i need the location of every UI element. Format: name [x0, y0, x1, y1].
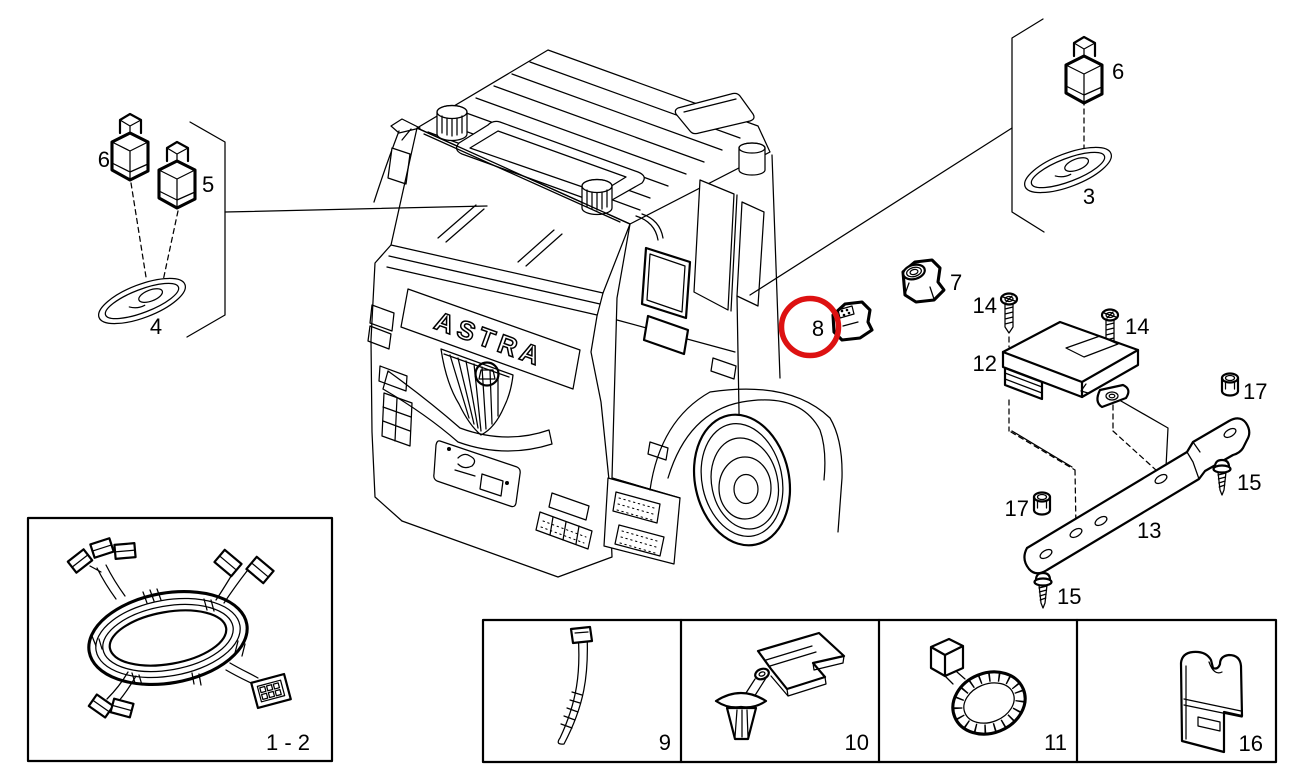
label-10: 10 — [845, 730, 869, 755]
cable-tie-9 — [557, 625, 594, 745]
right-headlamp — [535, 492, 593, 550]
label-17-upper: 17 — [1243, 379, 1267, 404]
left-headlamp — [381, 392, 413, 447]
label-3: 3 — [1083, 184, 1095, 209]
screw-15-bottom — [1033, 571, 1053, 610]
mirror-assembly — [635, 213, 692, 356]
label-8: 8 — [812, 316, 824, 341]
bracket-13 — [1023, 417, 1251, 575]
label-5: 5 — [202, 172, 214, 197]
label-17-lower: 17 — [1005, 496, 1029, 521]
label-7: 7 — [950, 270, 962, 295]
label-15-right: 15 — [1237, 470, 1261, 495]
connector-6-left — [110, 112, 150, 182]
snorkel — [738, 142, 766, 176]
nut-17-lower — [1032, 491, 1052, 516]
callout-labels: 6 5 4 6 3 7 8 14 14 12 17 17 13 15 15 9 … — [98, 59, 1268, 756]
connector-5 — [157, 140, 197, 210]
label-harness-1-2: 1 - 2 — [266, 730, 310, 755]
sensor-7 — [901, 258, 946, 304]
left-group-bracket — [186, 121, 226, 338]
screw-14-left — [999, 292, 1019, 335]
grommet-4 — [92, 268, 192, 334]
connector-6-right — [1064, 35, 1104, 105]
label-13: 13 — [1137, 518, 1161, 543]
label-16: 16 — [1239, 731, 1263, 756]
label-12: 12 — [973, 351, 997, 376]
grommet-3 — [1018, 137, 1118, 203]
antenna — [373, 118, 421, 203]
clip-fastener-10 — [714, 631, 846, 741]
label-14-right: 14 — [1125, 314, 1149, 339]
left-leader-line — [224, 205, 488, 213]
left-marker-lamp — [378, 365, 408, 392]
screw-15-right — [1212, 458, 1232, 497]
left-mirror — [387, 147, 411, 185]
reference-lines — [130, 18, 1169, 529]
license-plate — [433, 440, 521, 508]
harness-box — [26, 516, 334, 763]
truck-drawing: ASTRA — [367, 49, 843, 578]
front-wheel — [649, 388, 843, 547]
label-15-bottom: 15 — [1057, 584, 1081, 609]
entry-steps — [603, 477, 681, 565]
wipers — [437, 204, 563, 267]
label-6-left: 6 — [98, 147, 110, 172]
ecu-12 — [1001, 320, 1140, 409]
door-window — [693, 179, 735, 311]
roof-beacon-left — [436, 104, 468, 142]
quarter-window — [736, 201, 765, 307]
label-14-left: 14 — [973, 293, 997, 318]
spring-clip-16 — [1179, 650, 1244, 754]
multipin-connector — [250, 672, 292, 710]
nut-17-upper — [1220, 372, 1240, 397]
grille — [440, 348, 514, 436]
label-6-right: 6 — [1112, 59, 1124, 84]
small-parts-table — [481, 618, 1278, 764]
label-4: 4 — [150, 314, 162, 339]
highlight-circle-8 — [778, 295, 842, 359]
label-9: 9 — [659, 730, 671, 755]
wiring-harness — [66, 537, 292, 719]
right-leader-line — [749, 127, 1013, 296]
air-intake — [674, 92, 755, 135]
right-group-bracket — [1011, 18, 1045, 233]
label-11: 11 — [1044, 730, 1067, 755]
clamp-11 — [929, 637, 1027, 736]
